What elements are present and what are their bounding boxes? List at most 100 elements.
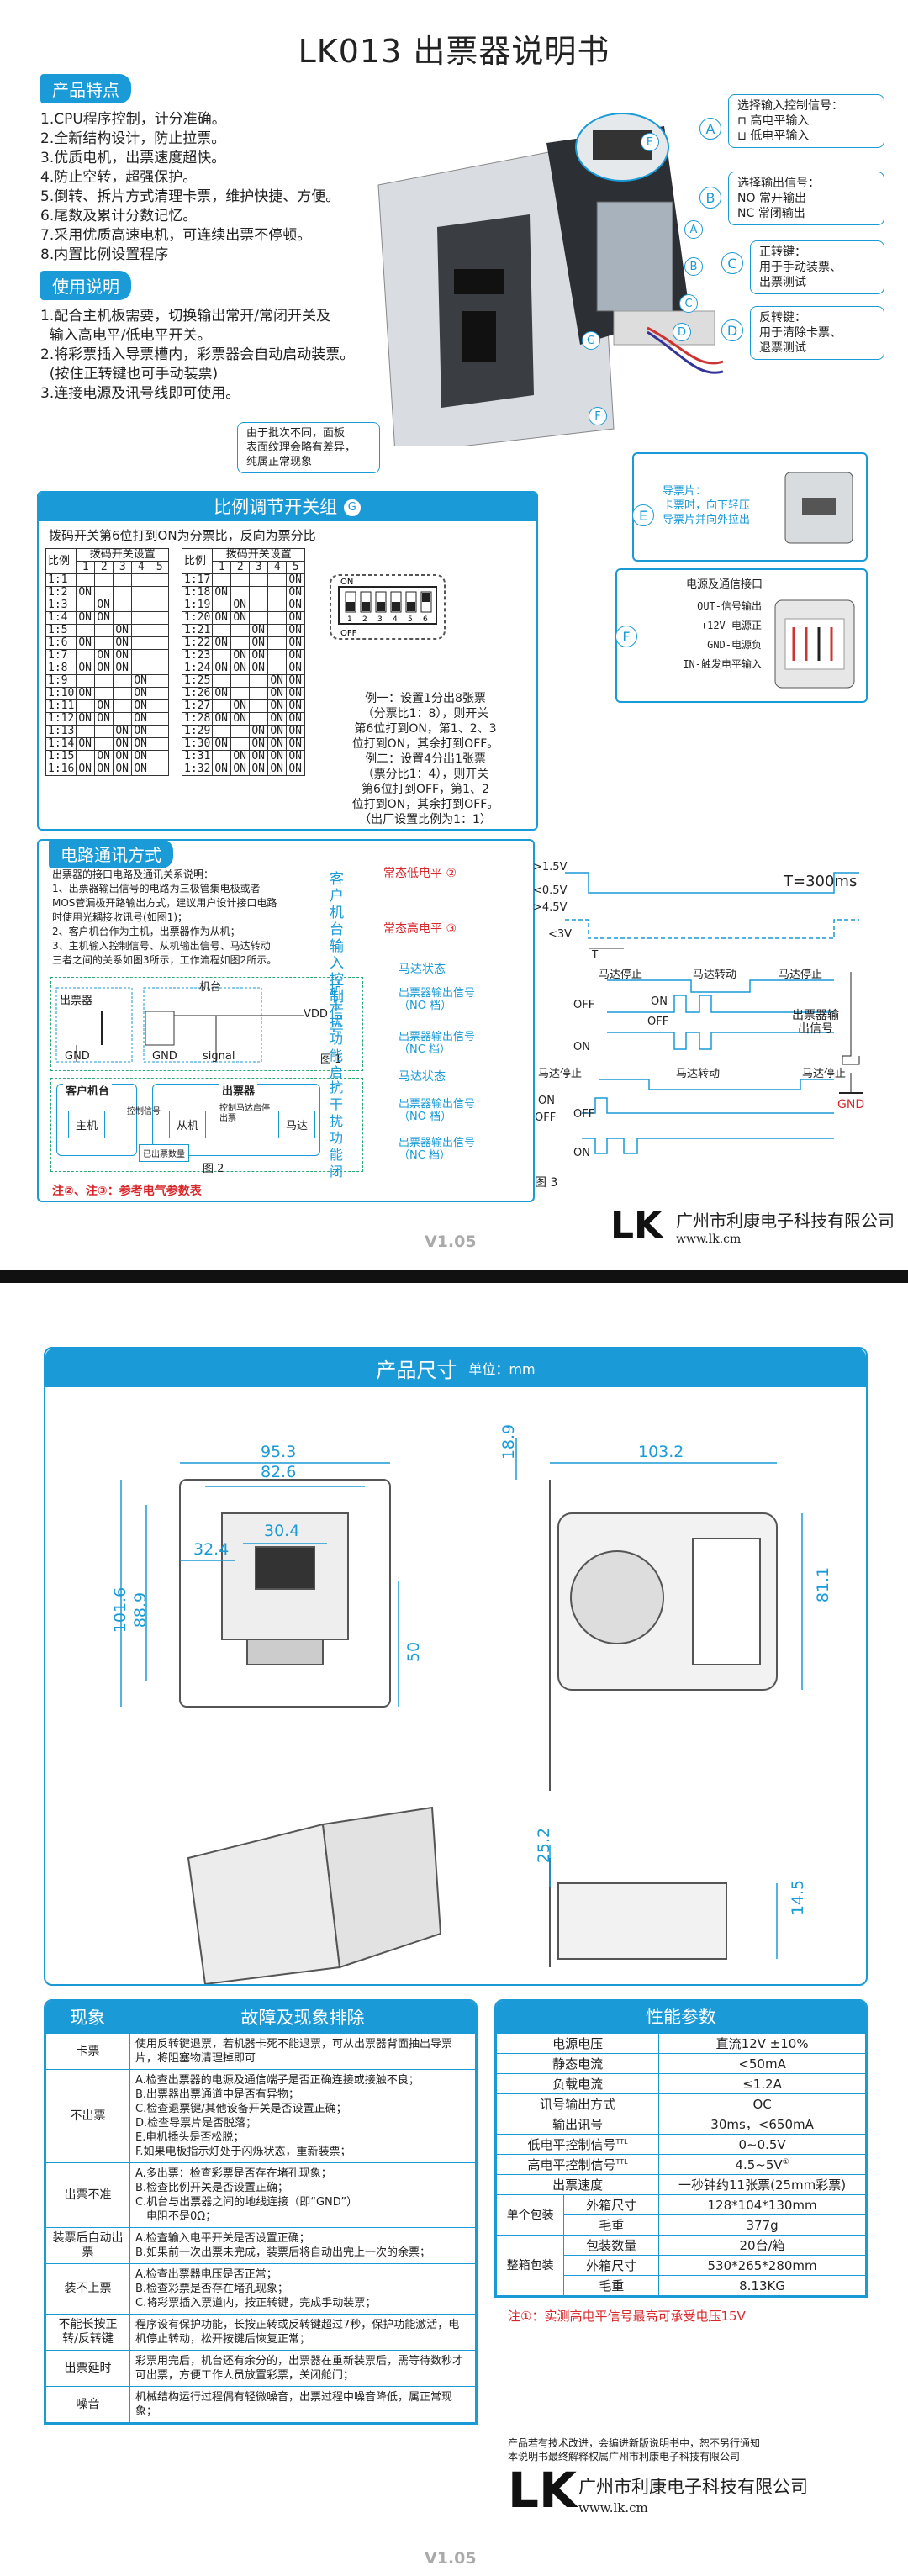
- spec-row: 电源电压直流12V ±10%: [496, 2033, 866, 2054]
- ratio-cell: [76, 573, 96, 587]
- trouble-fix: 使用反转键退票，若机器卡死不能退票，可从出票器背面抽出导票片，将阻塞物清理掉即可: [129, 2033, 476, 2070]
- dim-w3: 30.4: [264, 1522, 300, 1540]
- spec-key: 输出讯号: [496, 2114, 660, 2135]
- fig2-ctrl: 控制信号: [127, 1107, 161, 1116]
- fig2: 客户机台 主机 出票器 控制信号 从机 控制马达启停出票 马达 已出票数量 图 …: [50, 1078, 363, 1175]
- ratio-cell: [249, 599, 269, 612]
- ratio-cell: [94, 737, 114, 751]
- ratio-col1: 比例: [45, 548, 77, 574]
- ratio-cell: [230, 624, 251, 637]
- ratio-cell: [131, 624, 151, 637]
- trouble-fix: A.检查出票器电压是否正常； B.检查彩票是否存在堵孔现象； C.将彩票插入票道…: [129, 2263, 476, 2315]
- pack-key: 包装数量: [563, 2235, 660, 2256]
- ratio-cell: 1:10: [45, 687, 77, 700]
- off-4: OFF: [535, 1111, 557, 1124]
- ratio-cell: [113, 573, 133, 587]
- ratio-cell: ON: [113, 662, 133, 675]
- callout-b-line-0: 选择输出信号：: [737, 177, 820, 190]
- ratio-cell: ON: [94, 611, 114, 625]
- feature-3: 4.防止空转，超强保护。: [40, 169, 198, 186]
- ratio-cell: ON: [230, 611, 251, 625]
- fig1-vdd: VDD: [304, 1008, 328, 1021]
- mark2: ②: [446, 867, 457, 880]
- ratio-cell: [113, 599, 133, 612]
- logo-2: LK: [508, 2462, 577, 2519]
- ratio-cell: ON: [267, 725, 288, 738]
- ratio-cell: ON: [76, 611, 96, 625]
- ratio-cell: ON: [113, 624, 133, 637]
- ratio-cell: [230, 586, 251, 599]
- dims-title: 产品尺寸: [376, 1358, 457, 1382]
- fig2-slave: 从机: [169, 1111, 207, 1138]
- example-line-1: （分票比1：8），则开关: [362, 707, 489, 721]
- ratio-cell: ON: [267, 763, 288, 776]
- ratio-cell: [76, 674, 96, 688]
- usage-line-3: (按住正转键也可手动装票): [40, 366, 219, 383]
- trouble-row: 出票延时彩票用完后，机台还有余分的，出票器在重新装票后，需等待数秒才可出票，方便…: [45, 2350, 476, 2387]
- ratio-cell: 1:21: [181, 624, 214, 637]
- ratio-cell: ON: [286, 573, 306, 587]
- dims-head: 产品尺寸 单位：mm: [45, 1349, 866, 1387]
- dip-num: 6: [423, 615, 428, 624]
- ratio-cell: 1:2: [45, 586, 77, 599]
- product-photo: [377, 126, 723, 446]
- ratio-cell: [131, 649, 151, 662]
- ratio-cell: ON: [286, 712, 306, 726]
- ratio-bit: 4: [131, 561, 151, 574]
- dip-off-label: OFF: [340, 629, 357, 638]
- ratio-cell: ON: [76, 712, 96, 726]
- ratio-cell: [267, 611, 288, 625]
- fig1: 出票器 机台 VDD GND GND signal 图 1: [50, 977, 363, 1071]
- spec-key: 静态电流: [496, 2053, 660, 2074]
- pack-label: 单个包装: [496, 2194, 565, 2236]
- dip-on-label: ON: [340, 578, 353, 587]
- trouble-fix: A.检查输入电平开关是否设置正确； B.如果前一次出票未完成，装票后将自动出完上…: [129, 2227, 476, 2264]
- fig2-count: 已出票数量: [139, 1144, 189, 1162]
- ratio-cell: 1:29: [181, 725, 214, 738]
- ratio-cell: ON: [94, 662, 114, 675]
- trouble-head: 现象 故障及现象排除: [45, 2001, 476, 2033]
- ratio-cell: ON: [113, 649, 133, 662]
- ratio-cell: ON: [286, 599, 306, 612]
- callout-a-line-0: 选择输入控制信号：: [737, 99, 843, 113]
- ratio-cell: ON: [286, 763, 306, 776]
- ratio-cell: 1:30: [181, 737, 214, 751]
- ratio-cell: [150, 674, 170, 688]
- gnd-label: GND: [837, 1098, 865, 1111]
- on-1: ON: [573, 1041, 590, 1053]
- ratio-cell: 1:23: [181, 649, 214, 662]
- ratio-cell: ON: [212, 687, 232, 700]
- ratio-cell: [267, 586, 288, 599]
- dim-d4: 25.2: [535, 1827, 554, 1864]
- ratio-cell: ON: [113, 763, 133, 776]
- dip-num: 1: [347, 615, 352, 624]
- ratio-cell: [94, 687, 114, 700]
- usage-line-1: 输入高电平/低电平开关。: [40, 327, 212, 344]
- callout-c-line-0: 正转键：: [759, 245, 806, 259]
- ratio-cell: ON: [267, 699, 288, 713]
- ratio-cell: 1:8: [45, 662, 77, 675]
- trouble-symptom: 噪音: [45, 2386, 130, 2423]
- timing-input-label: 客户机台输入控制信号: [330, 871, 344, 1039]
- ratio-cell: [230, 737, 251, 751]
- ratio-row: 1:1: [45, 573, 170, 587]
- ratio-cell: 1:13: [45, 725, 77, 738]
- comm-line-4: 2、客户机台作为主机，出票器作为从机；: [52, 926, 240, 937]
- trouble-row: 卡票使用反转键退票，若机器卡死不能退票，可从出票器背面抽出导票片，将阻塞物清理掉…: [45, 2033, 476, 2070]
- letter-b: B: [699, 187, 721, 209]
- ratio-cell: [150, 662, 170, 675]
- page-separator: [0, 1270, 908, 1283]
- ratio-cell: [113, 687, 133, 700]
- ratio-cell: ON: [286, 611, 306, 625]
- ratio-cell: [230, 725, 251, 738]
- ratio-cell: [212, 649, 232, 662]
- example-line-7: 位打到ON，其余打到OFF。: [351, 798, 499, 811]
